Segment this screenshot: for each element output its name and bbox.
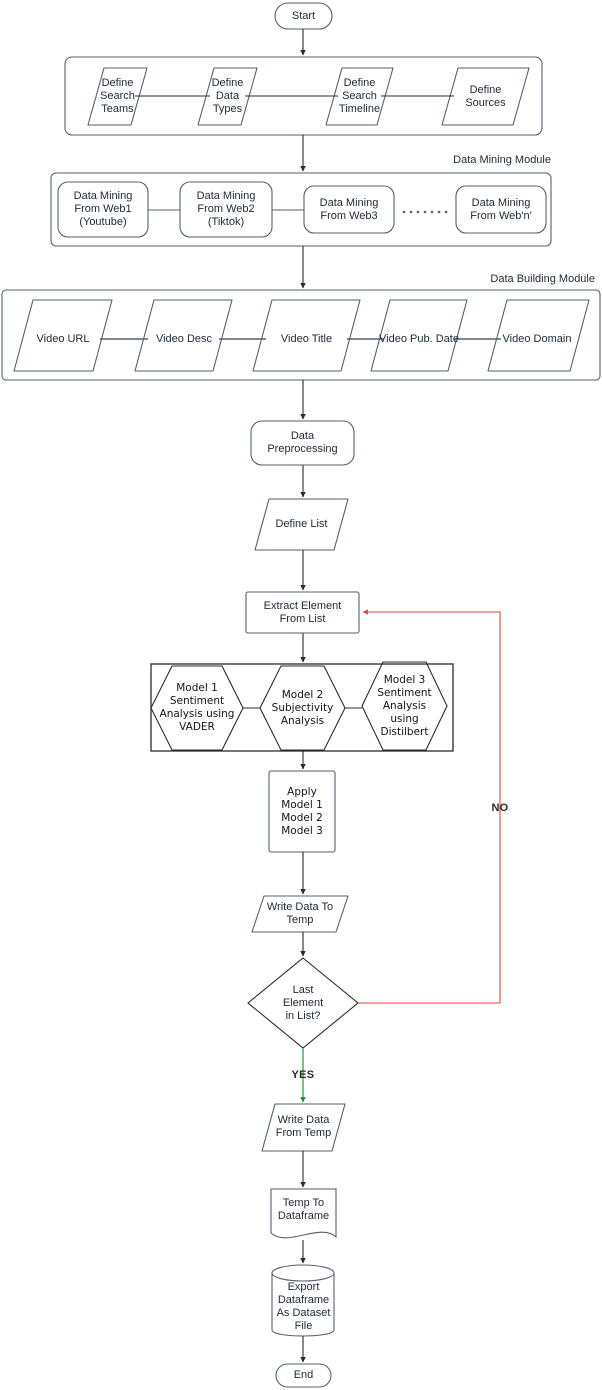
- node-model3-shape[interactable]: [361, 661, 448, 751]
- node-start-shape[interactable]: [274, 2, 333, 30]
- node-video-desc-shape[interactable]: [134, 299, 233, 372]
- node-video-title-shape[interactable]: [252, 299, 361, 372]
- node-define-search-timeline-shape[interactable]: [325, 67, 394, 126]
- node-mining-webn-shape[interactable]: [455, 185, 547, 234]
- ellipsis-dots: [402, 210, 448, 214]
- edge-decision-no-loop: [358, 609, 501, 1004]
- node-define-search-teams-shape[interactable]: [87, 67, 148, 126]
- group-data-mining-module-container: [50, 172, 552, 247]
- node-last-element-shape[interactable]: [247, 957, 359, 1049]
- node-extract-element-shape[interactable]: [245, 591, 360, 634]
- node-end-shape[interactable]: [275, 1363, 332, 1388]
- node-mining-web1-shape[interactable]: [57, 181, 149, 238]
- node-data-preprocessing-shape[interactable]: [250, 420, 355, 466]
- node-define-data-types-shape[interactable]: [197, 67, 258, 126]
- node-export-dataframe-shape[interactable]: [271, 1273, 335, 1337]
- group-data-building-module-container: [1, 289, 601, 381]
- node-define-sources-shape[interactable]: [441, 67, 530, 126]
- node-write-data-from-temp-shape[interactable]: [261, 1103, 346, 1152]
- node-video-url-shape[interactable]: [13, 299, 113, 372]
- node-model2-shape[interactable]: [259, 665, 346, 751]
- node-mining-web2-shape[interactable]: [179, 181, 273, 238]
- node-write-data-to-temp-shape[interactable]: [251, 895, 349, 933]
- node-export-dataframe-top: [271, 1264, 335, 1282]
- node-temp-to-dataframe-shape[interactable]: [270, 1188, 337, 1239]
- node-mining-web3-shape[interactable]: [303, 185, 395, 234]
- node-define-list-shape[interactable]: [254, 498, 349, 551]
- node-apply-models-shape[interactable]: [268, 770, 336, 853]
- node-model1-shape[interactable]: [150, 665, 244, 751]
- group-models-container: [150, 663, 454, 752]
- node-video-domain-shape[interactable]: [487, 299, 590, 372]
- node-video-pub-date-shape[interactable]: [370, 299, 468, 372]
